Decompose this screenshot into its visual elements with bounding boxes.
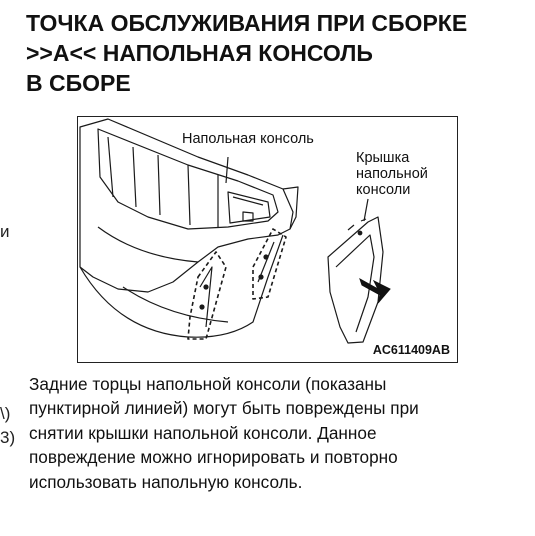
label-cover-line-1: Крышка bbox=[356, 150, 410, 166]
heading-line-3: В СБОРЕ bbox=[26, 70, 131, 96]
body-line: пунктирной линией) могут быть повреждены… bbox=[29, 398, 419, 419]
dashed-edge-right bbox=[252, 228, 287, 300]
margin-fragment: 3) bbox=[0, 428, 16, 447]
margin-fragment: \) bbox=[0, 404, 11, 423]
body-line: использовать напольную консоль. bbox=[29, 471, 303, 492]
dashed-edge-left bbox=[187, 251, 227, 340]
heading-line-2: >>A<< НАПОЛЬНАЯ КОНСОЛЬ bbox=[26, 40, 373, 66]
console-drawing bbox=[79, 118, 391, 344]
body-line: снятии крышки напольной консоли. Данное bbox=[29, 422, 377, 443]
heading-line-1: ТОЧКА ОБСЛУЖИВАНИЯ ПРИ СБОРКЕ bbox=[26, 10, 468, 36]
figure-code: AC611409AB bbox=[372, 343, 450, 357]
label-cover-line-3: консоли bbox=[356, 182, 411, 198]
label-cover-line-2: напольной bbox=[356, 166, 428, 182]
removal-arrow bbox=[359, 277, 391, 304]
section-heading: ТОЧКА ОБСЛУЖИВАНИЯ ПРИ СБОРКЕ >>A<< НАПО… bbox=[26, 8, 531, 98]
body-paragraph: Задние торцы напольной консоли (показаны… bbox=[29, 372, 524, 494]
label-floor-console: Напольная консоль bbox=[182, 131, 314, 147]
console-cover-outline bbox=[327, 216, 384, 344]
console-illustration: Напольная консоль Крышка напольной консо… bbox=[77, 116, 458, 363]
body-line: Задние торцы напольной консоли (показаны bbox=[29, 374, 387, 394]
margin-fragment: и bbox=[0, 222, 10, 241]
body-line: повреждение можно игнорировать и повторн… bbox=[29, 447, 398, 468]
